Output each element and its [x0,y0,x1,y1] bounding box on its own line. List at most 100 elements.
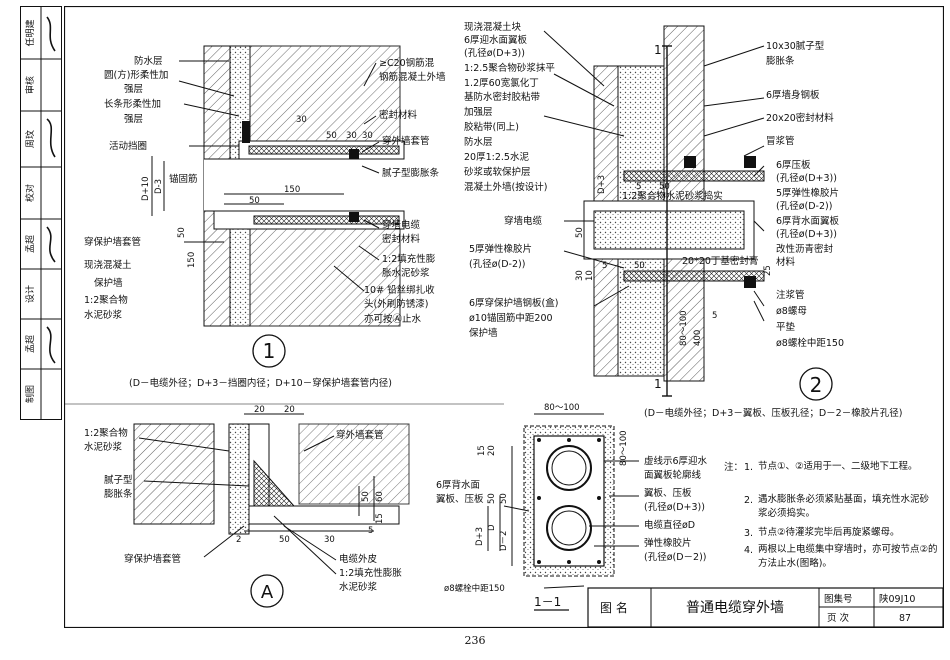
detail-a-marker-circle [250,574,284,608]
note-2-num: 2. [744,495,753,506]
d2-label-7: 胶粘带(同上) [464,121,519,133]
s11-mark: 1－1 [534,595,561,609]
d1-mortar: 1:2聚合物 [84,294,128,306]
s11-lbl-5: 弹性橡胶片 [644,537,692,549]
da-cable-skin-lbl: 电缆外皮 [339,553,378,565]
detail-a: A 1:2聚合物 水泥砂浆 腻子型 膨胀条 穿保护墙套管 穿外墙套管 电缆外皮 … [84,405,410,608]
d2-dim-d3: D+3 [597,175,607,194]
da-outer-sleeve: 穿外墙套管 [336,429,384,441]
note-4-text: 两根以上电缆集中穿墙时，亦可按节点②的方法止水(图略)。 [758,544,938,569]
d1-round-flex: 圆(方)形柔性加 [104,69,168,81]
da-mortar-1: 1:2聚合物 [84,427,128,439]
s11-lbl-0: 虚线示6厚迎水 [644,455,708,467]
d2-label-17: 保护墙 [469,327,498,339]
d1-dim-50c: 50 [177,227,187,238]
d2-caption: (D－电缆外径；D+3－翼板、压板孔径；D－2－橡胶片孔径) [644,407,902,419]
side-label-3: 校对 [24,184,36,202]
d2-rlabel-5: 6厚压板 [776,159,811,171]
da-dim-15: 15 [375,513,385,524]
d2-rlabel-10: (孔径ø(D+3)) [776,228,837,240]
d1-putty-strip: 腻子型膨胀条 [382,167,440,179]
d2-rlabel-8: (孔径ø(D-2)) [776,200,832,212]
da-dim-20a: 20 [254,405,265,415]
d2-rlabel-2: 6厚墙身钢板 [766,89,820,101]
d1-cable-seal: 穿墙电缆 [382,219,421,231]
note-3-text: 节点②待灌浆完毕后再旋紧螺母。 [758,527,900,538]
s11-cable-2 [546,505,592,551]
tb-ji-hao: 陕09J10 [879,593,915,605]
s11-dim-15: 15 [477,445,487,456]
s11-lbl-1: 面翼板轮廓线 [644,469,702,481]
notes: 注： 1. 节点①、②适用于一、二级地下工程。 2. 遇水膨胀条必须紧贴基面，填… [724,461,938,569]
d2-rlabel-14: ø8螺母 [776,306,807,317]
side-label-4: 孟超 [24,235,36,253]
d1-mortar2: 水泥砂浆 [84,309,123,321]
d2-label-14: (孔径ø(D-2)) [469,258,525,270]
side-label-5: 设计 [24,285,36,303]
d2-rlabel-12: 材料 [776,256,796,268]
d2-label-16: ø10锚固筋中距200 [469,312,553,324]
d2-label-13: 5厚弹性橡胶片 [469,243,532,255]
seal-block-3 [242,121,250,143]
d2-dim-5b: 5 [602,261,607,271]
d2-dim-5c: 5 [712,311,717,321]
d2-label-4: 1.2厚60宽氯化丁 [464,77,539,89]
d1-fill-mortar: 1:2填充性膨 [382,253,436,265]
d1-dim-d3: D-3 [154,179,164,194]
d1-waterproof: 防水层 [134,55,163,67]
d2-plate-top [623,170,765,182]
d1-fill-mortar2: 胀水泥砂浆 [382,267,430,279]
s11-dim-d2: D－2 [499,531,509,551]
d2-mid-seal: 20*20丁基密封膏 [682,255,758,267]
d2-right-labels: 10x30腻子型 膨胀条 6厚墙身钢板 20x20密封材料 冒浆管 6厚压板 (… [766,41,844,349]
d2-label-9: 20厚1:2.5水泥 [464,151,529,163]
da-fill-1: 1:2填充性膨胀 [339,567,402,579]
d2-section-mark-top: 1 [654,43,662,57]
da-wall-left [133,423,215,525]
d1-strong: 强层 [124,84,143,95]
d2-dim-50c: 50 [634,261,645,271]
tb-ye-ci-label: 页 次 [827,612,850,624]
d1-dim-d10: D+10 [141,177,151,201]
d1-movable-ring: 活动挡圈 [109,140,147,152]
d1-sleeve: 穿保护墙套管 [84,236,141,248]
s11-lbl-6: (孔径ø(D－2)) [644,551,707,563]
d2-label-0: 现浇混凝土块 [464,21,522,33]
d2-cable-fill [593,210,745,250]
s11-dim-80: 80～100 [619,430,629,466]
title-block: 图 名 普通电缆穿外墙 图集号 陕09J10 页 次 87 [587,587,944,628]
da-dim-20b: 20 [284,405,295,415]
s11-lbl-8: 翼板、压板 [436,493,484,505]
da-putty-2: 膨胀条 [104,488,133,500]
d1-wire2: 头(外刷防锈漆) [364,298,428,310]
s11-lbl-2: 翼板、压板 [644,487,692,499]
d1-dim-50b: 50 [326,131,337,141]
d1-dim-30: 30 [296,115,307,125]
side-label-2: 周玟 [24,130,36,148]
d1-cast-concrete: 现浇混凝土 [84,259,132,271]
d2-label-11: 混凝土外墙(按设计) [464,181,547,193]
d2-label-15: 6厚穿保护墙钢板(盒) [469,297,558,309]
d2-plate-bottom [623,270,765,282]
da-putty-1: 腻子型 [104,475,133,486]
side-label-6: 孟超 [24,335,36,353]
da-wall-right [298,423,410,505]
d1-dim-150: 150 [284,185,300,195]
d2-dim-50: 50 [575,227,585,238]
s11-dim-d3: D+3 [475,527,485,546]
note-3-num: 3. [744,528,753,539]
d2-dim-400: 400 [693,330,703,346]
d1-c20b: 钢筋混凝土外墙 [379,71,446,83]
d2-dim-50b: 50 [659,182,670,192]
d2-rlabel-4: 冒浆管 [766,135,795,147]
da-mortar-2: 水泥砂浆 [84,441,123,453]
d2-mid-mortar: 1:2聚合物水泥砂浆捣实 [622,190,723,202]
note-2: 遇水膨胀条必须紧贴基面，填充性水泥砂浆必须捣实。 [758,494,929,519]
side-signoff-bar: 任明建 审核 周玟 校对 孟超 设计 孟超 制图 [20,6,62,420]
d2-seal-2 [744,156,756,168]
note-1-num: 1. [744,462,753,473]
note-4: 两根以上电缆集中穿墙时，亦可按节点②的方法止水(图略)。 [758,544,938,569]
side-label-0: 任明建 [24,19,36,46]
da-dim-50: 50 [361,491,371,502]
da-fill-2: 水泥砂浆 [339,581,378,593]
